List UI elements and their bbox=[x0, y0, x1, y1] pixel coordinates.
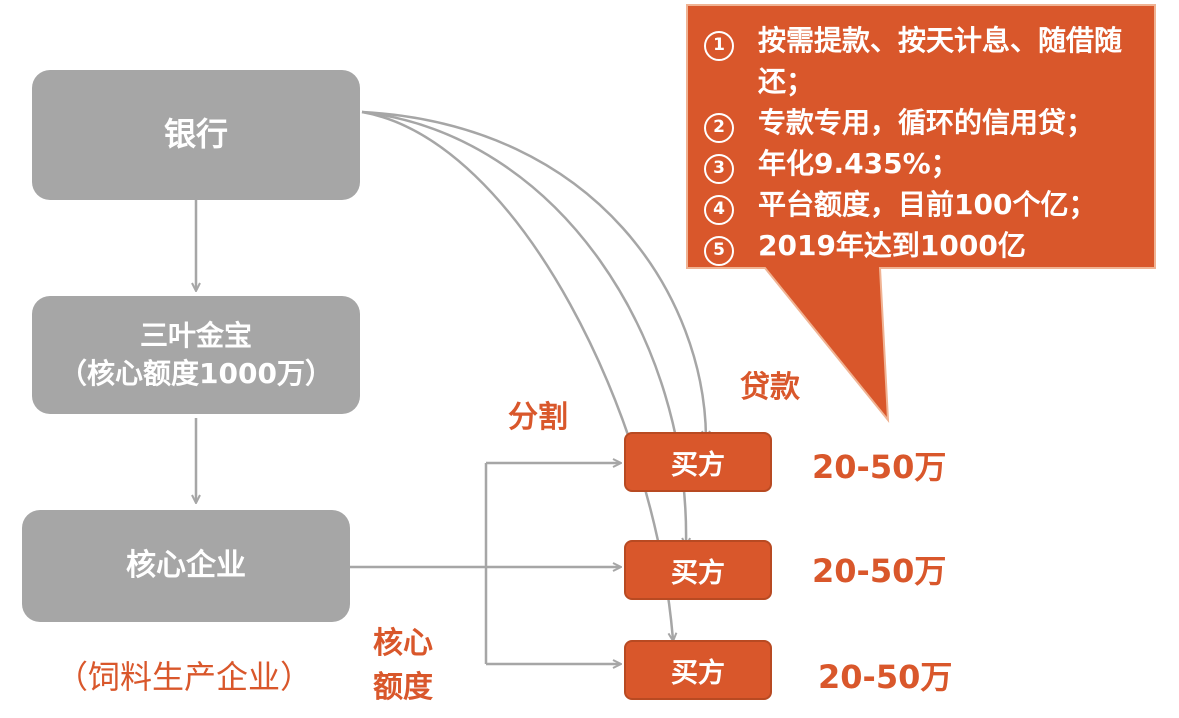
callout-item-text: 专款专用，循环的信用贷； bbox=[758, 106, 1095, 139]
circled-number-4: 4 bbox=[704, 184, 758, 225]
buyer-amount-2: 20-50万 bbox=[812, 552, 947, 590]
callout-item: 3 年化9.435%； bbox=[704, 143, 1154, 184]
circled-number-5: 5 bbox=[704, 225, 758, 266]
callout-item: 4 平台额度，目前100个亿； bbox=[704, 184, 1154, 225]
buyer-label: 买方 bbox=[671, 449, 725, 481]
core-enterprise-label: 核心企业 bbox=[126, 547, 246, 583]
callout-item-text: 年化9.435%； bbox=[758, 147, 959, 180]
buyer-amount-3: 20-50万 bbox=[818, 658, 953, 696]
sanye-name: 三叶金宝 bbox=[139, 319, 252, 353]
core-quota-line-1: 核心 bbox=[373, 626, 433, 661]
buyer-label: 买方 bbox=[671, 557, 725, 589]
buyer-amount-1: 20-50万 bbox=[812, 448, 947, 486]
callout-item: 1 按需提款、按天计息、随借随还； bbox=[704, 20, 1154, 102]
loan-label: 贷款 bbox=[740, 370, 800, 405]
circled-number-3: 3 bbox=[704, 143, 758, 184]
bank-node: 银行 bbox=[32, 70, 360, 200]
callout-item: 2 专款专用，循环的信用贷； bbox=[704, 102, 1154, 143]
core-quota-line-2: 额度 bbox=[373, 670, 433, 705]
circled-number-2: 2 bbox=[704, 102, 758, 143]
callout-bubble bbox=[686, 4, 1156, 424]
bank-label: 银行 bbox=[163, 115, 228, 154]
core-quota-label: 核心 额度 bbox=[373, 622, 433, 710]
buyer-box-1: 买方 bbox=[624, 432, 772, 492]
buyer-box-2: 买方 bbox=[624, 540, 772, 600]
callout-item-text: 平台额度，目前100个亿； bbox=[758, 188, 1097, 221]
split-label: 分割 bbox=[508, 400, 568, 435]
circled-number-1: 1 bbox=[704, 20, 758, 61]
core-enterprise-node: 核心企业 bbox=[22, 510, 350, 622]
callout-item: 5 2019年达到1000亿 bbox=[704, 225, 1154, 266]
sanye-quota: （核心额度1000万） bbox=[59, 357, 333, 390]
callout-list: 1 按需提款、按天计息、随借随还； 2 专款专用，循环的信用贷； 3 年化9.4… bbox=[704, 20, 1154, 266]
callout-item-text: 按需提款、按天计息、随借随还； bbox=[758, 24, 1123, 98]
buyer-box-3: 买方 bbox=[624, 640, 772, 700]
sanye-jinbao-node: 三叶金宝 （核心额度1000万） bbox=[32, 296, 360, 414]
loan-arrow-buyer-1 bbox=[361, 110, 706, 438]
callout-item-text: 2019年达到1000亿 bbox=[758, 229, 1026, 262]
core-enterprise-note: （饲料生产企业） bbox=[56, 658, 313, 696]
buyer-label: 买方 bbox=[671, 657, 725, 689]
